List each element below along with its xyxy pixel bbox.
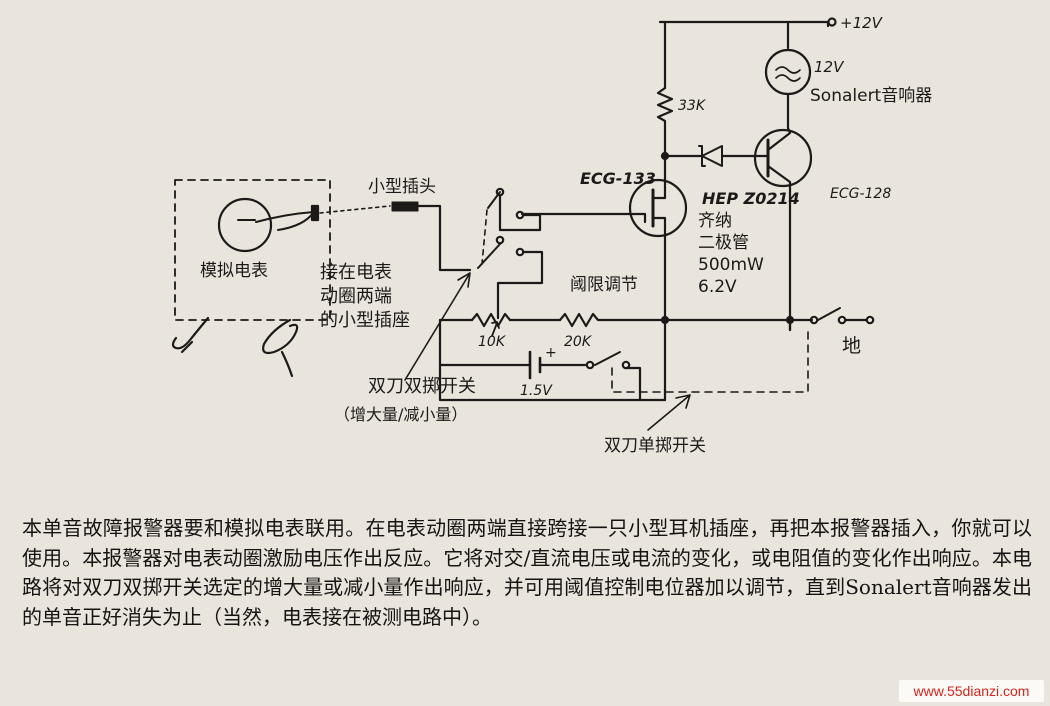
test-lead-left <box>171 316 210 354</box>
plug-symbol <box>391 201 419 212</box>
watermark: www.55dianzi.com <box>899 680 1044 702</box>
label-zener-desc-3: 500mW <box>698 255 764 275</box>
label-battery-plus: + <box>545 345 557 361</box>
label-dpst: 双刀单掷开关 <box>604 436 706 456</box>
buzzer-symbol <box>764 48 812 96</box>
dpst-contact <box>809 315 819 325</box>
node-dot <box>660 151 670 161</box>
vcc-terminal <box>827 17 837 27</box>
label-dpdt: 双刀双掷开关 <box>368 376 476 397</box>
r1-resistor-symbol <box>656 86 674 152</box>
pot-wiper <box>491 321 500 337</box>
q1-source <box>651 216 667 402</box>
label-meter: 模拟电表 <box>200 261 268 281</box>
dpdt-arrow <box>404 272 471 381</box>
dpst-contact <box>585 360 595 370</box>
plug-wire <box>416 204 472 272</box>
label-socket-1: 接在电表 <box>320 262 392 283</box>
label-buzzer-name: Sonalert音响器 <box>810 86 932 106</box>
label-pot: 10K <box>478 334 507 350</box>
dpdt-contact <box>495 235 505 245</box>
label-battery: 1.5V <box>520 383 553 399</box>
label-socket-3: 的小型插座 <box>320 310 410 331</box>
dpst-link <box>611 325 809 393</box>
bottom-rail <box>438 318 667 402</box>
label-r2: 20K <box>564 334 593 350</box>
node-wire <box>663 148 704 178</box>
q1-gate <box>520 212 647 224</box>
dpst-arrow <box>647 394 691 431</box>
label-socket-2: 动圈两端 <box>320 286 392 307</box>
label-threshold: 阈限调节 <box>570 275 638 295</box>
circuit-diagram: +12V 12V Sonalert音响器 33K ECG-133 HEP Z02… <box>171 14 932 456</box>
dpst-lever-low <box>594 351 621 366</box>
pot-symbol <box>470 312 512 328</box>
ground-terminal <box>865 315 875 325</box>
meter-symbol <box>217 197 273 253</box>
label-dpdt-sub: （增大量/减小量） <box>334 405 467 424</box>
battery-symbol <box>528 350 542 380</box>
label-q1: ECG-133 <box>580 169 656 188</box>
dpst-lever-high <box>817 307 841 321</box>
dpdt-contact <box>515 247 525 257</box>
label-plug: 小型插头 <box>368 177 436 197</box>
label-zener-desc-4: 6.2V <box>698 277 737 297</box>
caption-paragraph: 本单音故障报警器要和模拟电表联用。在电表动圈两端直接跨接一只小型耳机插座，再把本… <box>22 516 1032 629</box>
label-r1: 33K <box>678 98 707 114</box>
zener-symbol <box>698 145 723 167</box>
rail-to-ground <box>663 318 792 332</box>
label-q2: ECG-128 <box>830 186 891 202</box>
buzzer-tilde <box>775 66 801 82</box>
meter-box <box>174 179 331 321</box>
ground-terminal <box>837 315 847 325</box>
q1-symbol <box>628 178 688 238</box>
dpdt-wire-a <box>498 194 542 232</box>
test-lead-right <box>262 318 299 378</box>
plug-cord <box>319 205 391 214</box>
vcc-rail <box>658 20 830 28</box>
q2-symbol <box>753 128 813 188</box>
dpdt-lever-bottom <box>477 243 501 269</box>
q2-emitter <box>766 164 792 332</box>
q2-collector <box>766 126 792 152</box>
q1-drain <box>651 174 667 200</box>
dpdt-link <box>481 209 488 265</box>
dpdt-wire-b <box>496 250 544 320</box>
label-buzzer-voltage: 12V <box>814 58 845 76</box>
socket-symbol <box>310 204 320 222</box>
meter-lead <box>255 211 315 231</box>
dpst-wire-low <box>624 366 642 402</box>
label-zener-desc-2: 二极管 <box>698 233 749 253</box>
label-zener-part: HEP Z0214 <box>702 189 800 208</box>
label-vcc: +12V <box>840 14 884 32</box>
dpdt-contact <box>515 210 525 220</box>
dpdt-lever-top <box>487 191 501 209</box>
r2-symbol <box>558 312 667 328</box>
label-zener-desc-1: 齐纳 <box>698 211 732 231</box>
label-ground: 地 <box>842 335 861 357</box>
